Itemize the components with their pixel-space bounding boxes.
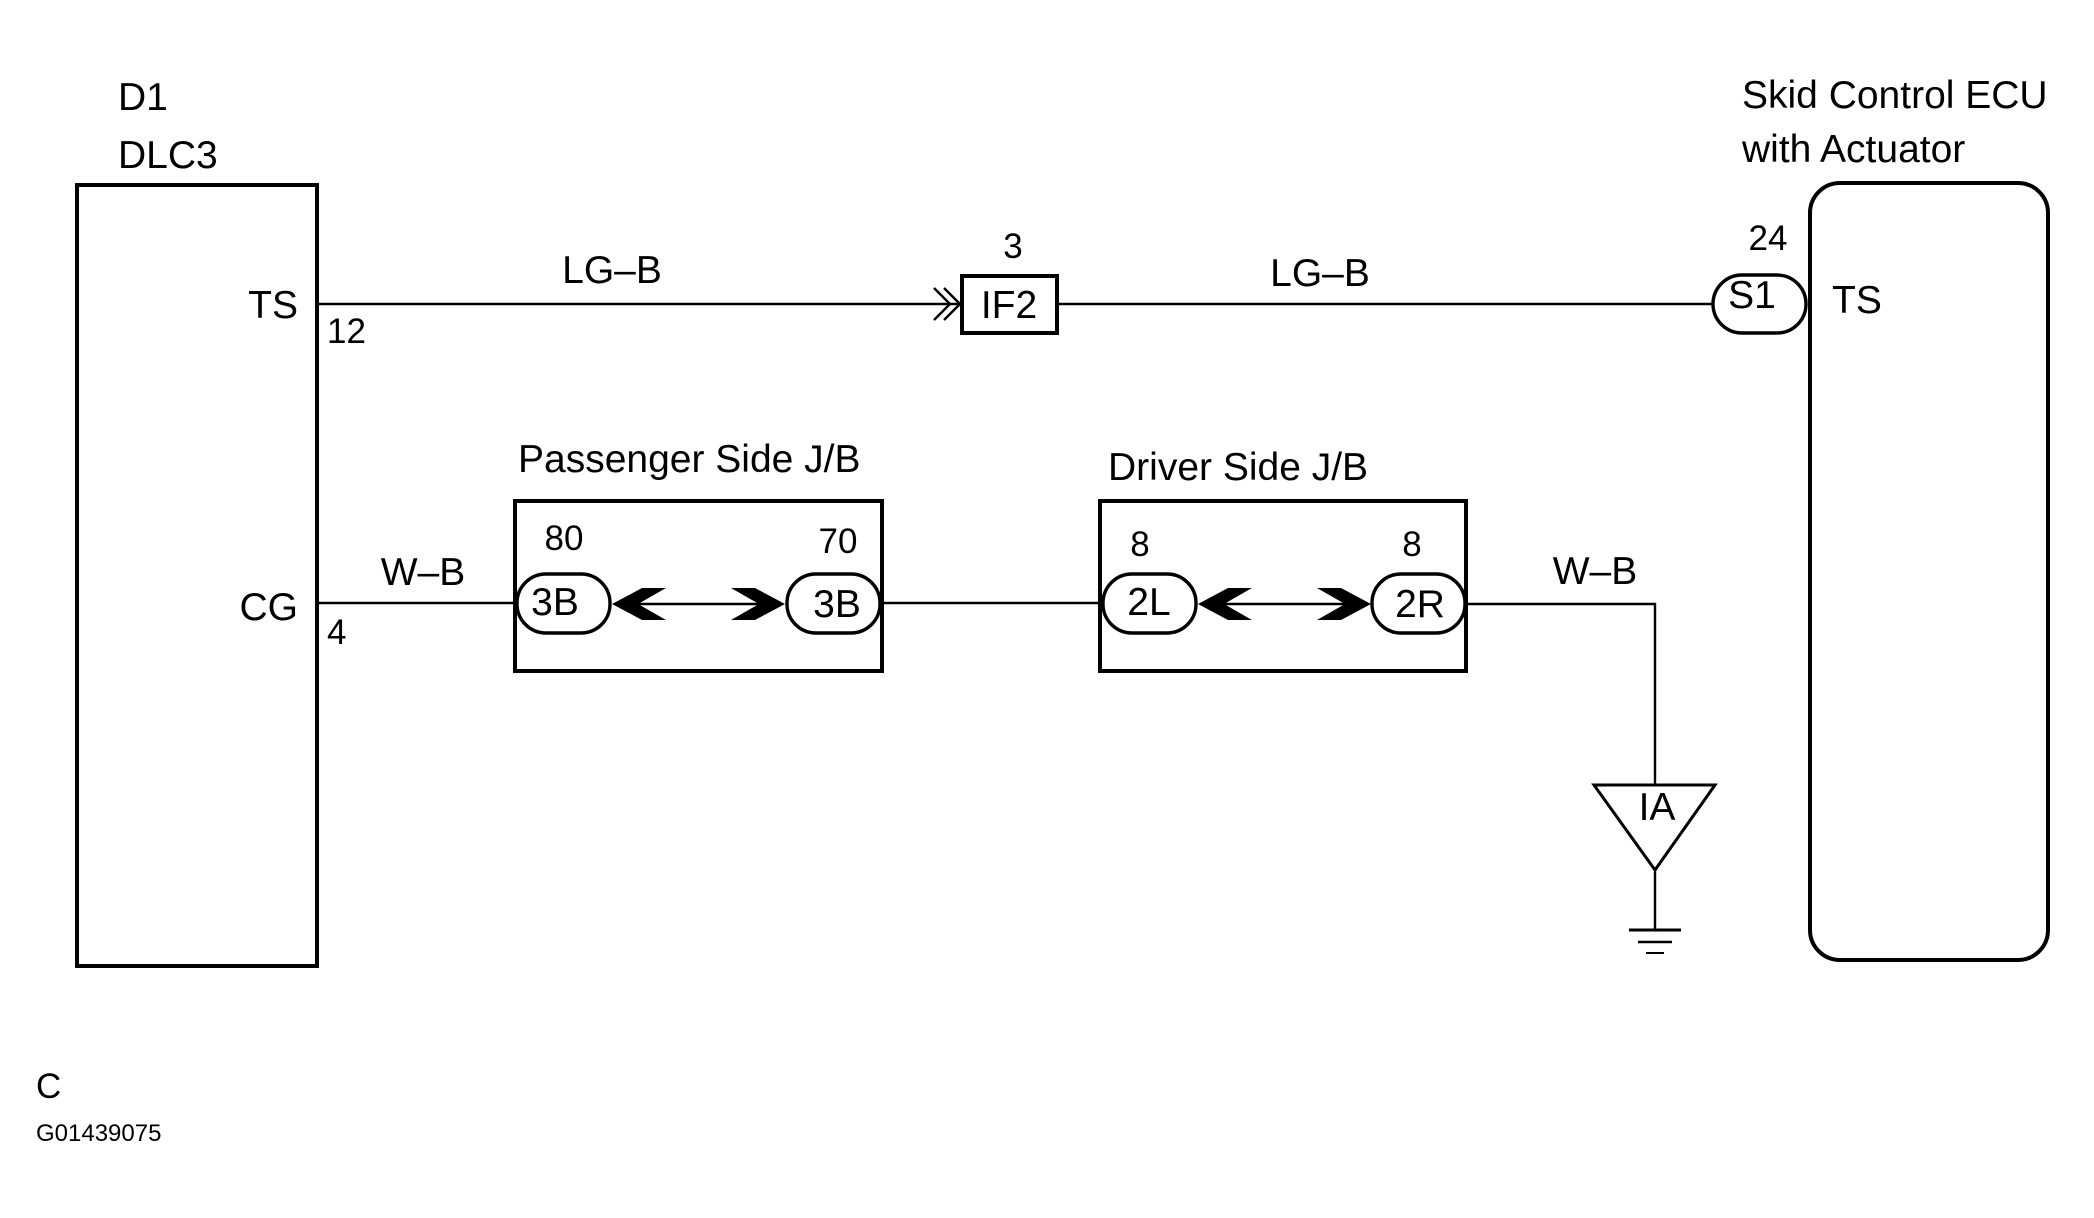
driver-jb-left-arrowhead	[1198, 588, 1252, 620]
driver-jb-title: Driver Side J/B	[1108, 446, 1368, 489]
passenger-jb-title: Passenger Side J/B	[518, 438, 861, 481]
cg-wire-right-color: W–B	[1553, 550, 1638, 593]
ts-wire-right-color: LG–B	[1270, 252, 1370, 295]
driver-jb-2l-label: 2L	[1127, 581, 1170, 624]
passenger-jb-left-arrowhead	[612, 588, 666, 620]
ecu-ts-pin-label: TS	[1832, 279, 1882, 322]
driver-jb-right-pin: 8	[1402, 525, 1421, 564]
passenger-jb-right-arrowhead	[731, 588, 785, 620]
dlc3-code-label: D1	[118, 76, 168, 119]
footer-letter: C	[36, 1067, 61, 1106]
passenger-jb-right-pin: 70	[819, 522, 858, 561]
ecu-body	[1808, 181, 2050, 962]
driver-jb-left-pin: 8	[1130, 525, 1149, 564]
ecu-name-line1: Skid Control ECU	[1742, 74, 2048, 117]
if2-connector-label: IF2	[981, 284, 1037, 327]
driver-jb-2r-connector	[1370, 572, 1467, 635]
dlc3-cg-pin-number: 4	[327, 613, 346, 652]
dlc3-name-label: DLC3	[118, 134, 218, 177]
if2-pin-number: 3	[1003, 227, 1022, 266]
passenger-jb-3b-left-connector	[515, 572, 612, 635]
cg-wire-right	[1466, 602, 1657, 785]
dlc3-ts-pin-number: 12	[327, 312, 366, 351]
driver-jb-2l-connector	[1101, 572, 1198, 635]
driver-jb-right-arrowhead	[1317, 588, 1371, 620]
passenger-jb-3b-right-label: 3B	[813, 583, 861, 626]
dlc3-cg-pin-label: CG	[240, 586, 299, 629]
ts-wire-left-color: LG–B	[562, 249, 662, 292]
cg-wire-left-color: W–B	[381, 551, 466, 594]
s1-connector-label: S1	[1728, 274, 1776, 317]
ia-ground-label: IA	[1639, 786, 1676, 829]
ecu-name-line2: with Actuator	[1741, 128, 1965, 171]
footer-figure-code: G01439075	[36, 1120, 161, 1147]
dlc3-ts-pin-label: TS	[248, 284, 298, 327]
dlc3-body	[75, 183, 319, 968]
ts-connector-arrow-1	[933, 287, 952, 321]
ia-ground-triangle	[1591, 783, 1718, 873]
passenger-jb-3b-left-label: 3B	[531, 581, 579, 624]
s1-connector	[1711, 273, 1808, 335]
if2-connector-box	[960, 274, 1059, 335]
ecu-ts-pin-number: 24	[1749, 219, 1788, 258]
passenger-jb-left-pin: 80	[545, 519, 584, 558]
driver-jb-2r-label: 2R	[1395, 583, 1445, 626]
